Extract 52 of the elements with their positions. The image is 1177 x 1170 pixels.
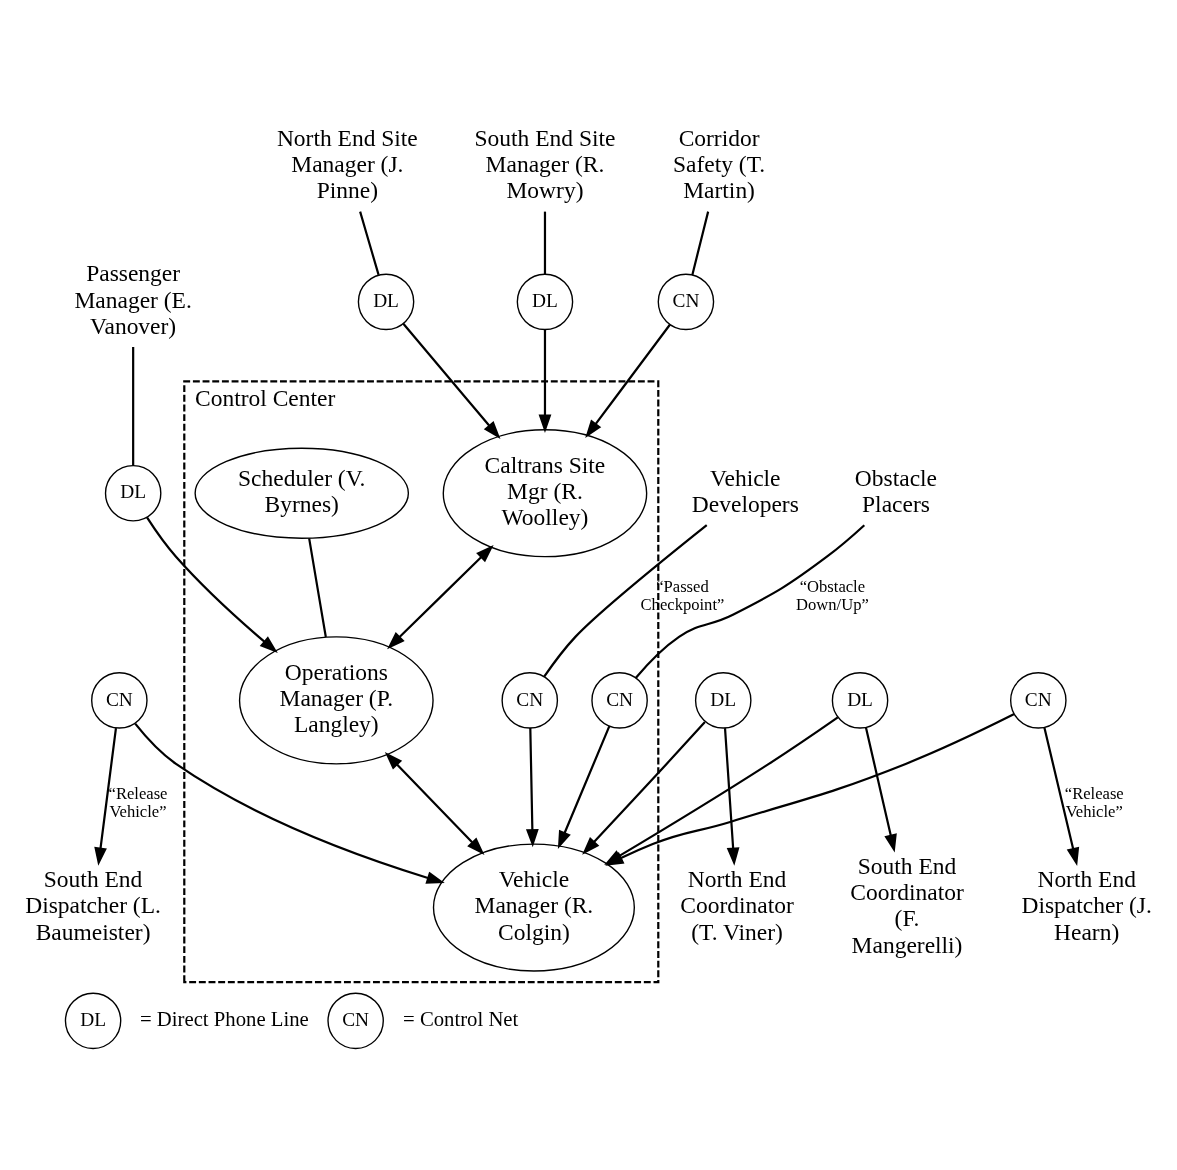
- node-circle: CN: [1009, 672, 1067, 729]
- label: = Control Net: [403, 1007, 519, 1030]
- arrow: [864, 727, 897, 853]
- arrow: [387, 544, 494, 650]
- node-text: Vehicle Developers: [691, 464, 799, 517]
- node-text: South End Site Manager (R. Mowry): [474, 124, 616, 204]
- node-circle: DL: [357, 273, 415, 331]
- node-text: Obstacle Placers: [854, 464, 938, 517]
- arrow: [525, 728, 539, 848]
- arrow: [723, 728, 740, 866]
- node-ellipse: Caltrans Site Mgr (R. Woolley): [442, 429, 648, 558]
- node-text: Passenger Manager (E. Vanover): [74, 260, 192, 339]
- node-circle: DL: [831, 672, 889, 729]
- connector: [691, 211, 710, 276]
- node-text: North End Coordinator (T. Viner): [680, 865, 794, 945]
- node-text: North End Dispatcher (J. Hearn): [1021, 865, 1152, 945]
- edge-label: “Release Vehicle”: [1064, 784, 1124, 822]
- node-circle: DL: [516, 273, 574, 331]
- arrow: [582, 721, 706, 855]
- node-circle: CN: [657, 273, 715, 331]
- edge-label: “Release Vehicle”: [108, 784, 168, 822]
- arrow: [146, 516, 278, 653]
- connector: [543, 211, 547, 275]
- connector: [359, 211, 380, 276]
- node-text: South End Dispatcher (L. Baumeister): [25, 865, 161, 945]
- node-circle: CN: [327, 992, 384, 1050]
- node-circle: CN: [91, 672, 148, 729]
- connector: [132, 347, 135, 466]
- node-text: North End Site Manager (J. Pinne): [276, 124, 418, 204]
- connector: [635, 524, 866, 679]
- arrow: [538, 329, 552, 433]
- node-circle: CN: [591, 672, 648, 729]
- edge-label: “Obstacle Down/Up”: [796, 577, 869, 615]
- node-ellipse: Vehicle Manager (R. Colgin): [432, 843, 635, 972]
- node-text: Corridor Safety (T. Martin): [673, 124, 766, 204]
- arrow: [94, 727, 118, 866]
- arrow: [402, 323, 501, 439]
- node-circle: DL: [64, 992, 122, 1050]
- arrow: [134, 722, 445, 884]
- node-ellipse: Scheduler (V. Byrnes): [194, 447, 410, 539]
- arrow: [384, 752, 485, 856]
- connector: [543, 524, 708, 678]
- node-circle: DL: [104, 464, 162, 522]
- node-text: South End Coordinator (F. Mangerelli): [850, 852, 964, 958]
- node-circle: DL: [694, 672, 752, 729]
- edge-label: “Passed Checkpoint”: [640, 577, 725, 615]
- connector: [308, 538, 327, 638]
- arrow: [557, 726, 611, 850]
- node-circle: CN: [501, 672, 559, 729]
- arrow: [1043, 727, 1080, 866]
- arrow: [585, 323, 671, 438]
- label: = Direct Phone Line: [139, 1007, 309, 1030]
